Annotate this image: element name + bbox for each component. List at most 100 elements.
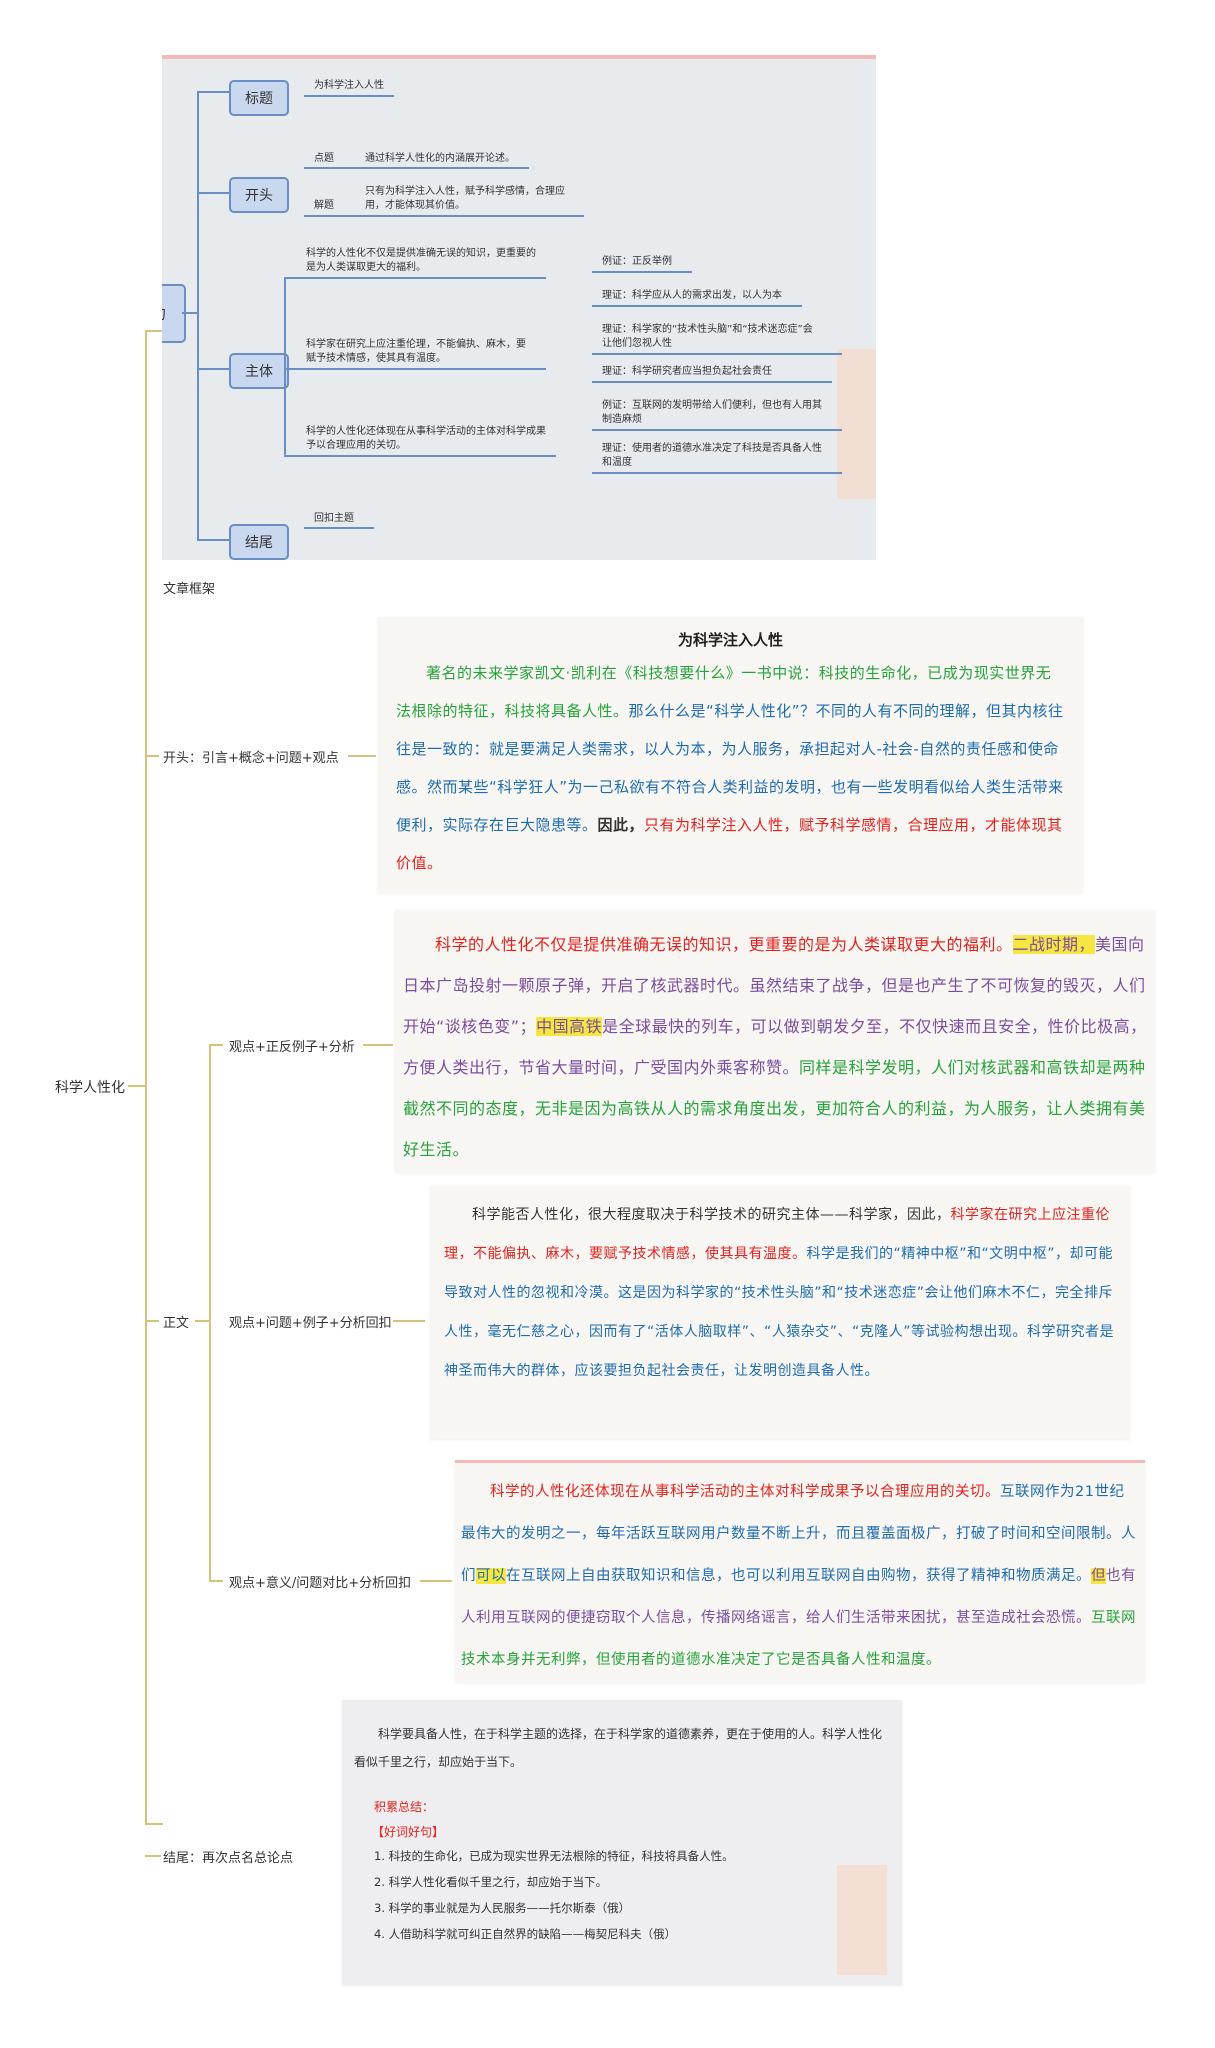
summary-item-4: 4. 人借助科学就可纠正自然界的缺陷——梅契尼科夫（俄） bbox=[374, 1927, 677, 1941]
body-paragraph-1-panel: 科学的人性化不仅是提供准确无误的知识，更重要的是为人类谋取更大的福利。二战时期，… bbox=[395, 910, 1155, 1172]
mm-opening-text-1: 通过科学人性化的内涵展开论述。 bbox=[365, 153, 515, 164]
p2-seg-2: 二战时期， bbox=[1012, 935, 1096, 954]
body-connector bbox=[145, 1320, 159, 1322]
p2-seg-5: 是全球最快的列车，可以做到朝发夕至，不仅快速而且安全，性价比极高，方便人类出行，… bbox=[403, 1017, 1147, 1077]
opening-connector bbox=[145, 755, 159, 757]
mm-body-leaf-3: 理证：科学家的“技术性头脑”和“技术迷恋症”会让他们忽视人性 bbox=[602, 324, 813, 349]
mm-title-underline bbox=[304, 95, 394, 97]
mm-title-text: 为科学注入人性 bbox=[314, 80, 384, 91]
sub2-tail bbox=[393, 1320, 425, 1322]
p2-seg-1: 科学的人性化不仅是提供准确无误的知识，更重要的是为人类谋取更大的福利。 bbox=[435, 935, 1013, 954]
essay-paragraph-1: 著名的未来学家凯文·凯利在《科技想要什么》一书中说：科技的生命化，已成为现实世界… bbox=[396, 654, 1065, 882]
ending-text: 科学要具备人性，在于科学主题的选择，在于科学家的道德素养，更在于使用的人。科学人… bbox=[354, 1727, 883, 1769]
mm-body-point-1: 科学的人性化不仅是提供准确无误的知识，更重要的是为人类谋取更大的福利。 bbox=[306, 248, 536, 273]
mm-leaf-6-ul bbox=[592, 472, 842, 474]
p3-seg-1: 科学能否人性化，很大程度取决于科学技术的研究主体——科学家，因此， bbox=[472, 1207, 951, 1223]
p2-seg-6: 同样是科学发明，人们对核武器和高铁却是两种截然不同的态度，无非是因为高铁从人的需… bbox=[403, 1058, 1146, 1159]
mm-body-leaf-4: 理证：科学研究者应当担负起社会责任 bbox=[602, 366, 772, 377]
opening-branch[interactable]: 开头：引言+概念+问题+观点 bbox=[163, 751, 339, 766]
mm-body-node: 主体 bbox=[229, 353, 289, 389]
p1-seg-1: 著名的未来学家凯文·凯利在《科技想要什么》一书中说：科技的生命化，已成为现实世界… bbox=[396, 664, 1052, 720]
body-sub-2[interactable]: 观点+问题+例子+分析回扣 bbox=[229, 1316, 392, 1331]
mm-body-l2 bbox=[284, 368, 306, 370]
mm-body-point-1-ul bbox=[306, 277, 546, 279]
body-to-sub bbox=[195, 1320, 209, 1322]
summary-item-2: 2. 科学人性化看似千里之行，却应始于当下。 bbox=[374, 1875, 608, 1889]
p2-seg-4: 中国高铁 bbox=[536, 1017, 603, 1036]
p4-seg-4: 在互联网上自由获取知识和信息，也可以利用互联网自由购物，获得了精神和物质满足。 bbox=[506, 1568, 1091, 1584]
p3-seg-2: 科学家在研究上应注重伦理，不能偏执、麻木，要赋予技术情感，使其具有温度。 bbox=[444, 1207, 1110, 1262]
mm-link-ending bbox=[197, 539, 229, 541]
body-paragraph-1: 科学的人性化不仅是提供准确无误的知识，更重要的是为人类谋取更大的福利。二战时期，… bbox=[403, 924, 1147, 1170]
mm-body-point-2: 科学家在研究上应注重伦理，不能偏执、麻木，要赋予技术情感，使其具有温度。 bbox=[306, 339, 526, 364]
mm-ending-node: 结尾 bbox=[229, 524, 289, 560]
p4-seg-1: 科学的人性化还体现在从事科学活动的主体对科学成果予以合理应用的关切。 bbox=[490, 1484, 1000, 1500]
sub3-tail bbox=[420, 1580, 452, 1582]
essay-opening-panel: 为科学注入人性 著名的未来学家凯文·凯利在《科技想要什么》一书中说：科技的生命化… bbox=[378, 617, 1083, 892]
summary-item-3: 3. 科学的事业就是为人民服务——托尔斯泰（俄） bbox=[374, 1901, 631, 1915]
ending-panel: 科学要具备人性，在于科学主题的选择，在于科学家的道德素养，更在于使用的人。科学人… bbox=[342, 1700, 902, 1985]
mm-body-l3 bbox=[284, 455, 306, 457]
mm-opening-tag-1: 点题 bbox=[314, 153, 334, 164]
mm-link-body bbox=[197, 368, 229, 370]
mm-body-point-2-ul bbox=[306, 368, 546, 370]
mm-opening-node: 开头 bbox=[229, 177, 289, 213]
body-paragraph-3: 科学的人性化还体现在从事科学活动的主体对科学成果予以合理应用的关切。互联网作为2… bbox=[461, 1471, 1139, 1681]
sub1-tail bbox=[363, 1044, 393, 1046]
mm-body-leaf-2: 理证：科学应从人的需求出发，以人为本 bbox=[602, 290, 782, 301]
mindmap-panel: 句 标题 为科学注入人性 开头 点题 通过科学人性化的内涵展开论述。 解题 只有… bbox=[162, 55, 876, 560]
p4-seg-3: 可以 bbox=[476, 1568, 506, 1584]
mm-leaf-3-ul bbox=[592, 353, 842, 355]
mm-link-opening bbox=[197, 192, 229, 194]
mm-body-bracket bbox=[284, 277, 286, 455]
body-sub-3[interactable]: 观点+意义/问题对比+分析回扣 bbox=[229, 1576, 412, 1591]
mm-opening-text-2: 只有为科学注入人性，赋予科学感情，合理应用，才能体现其价值。 bbox=[365, 186, 565, 211]
p3-seg-3: 科学是我们的“精神中枢”和“文明中枢”，却可能导致对人性的忽视和冷漠。这是因为科… bbox=[444, 1246, 1115, 1379]
trunk-bottom-hook bbox=[145, 1823, 163, 1825]
sub3-hook bbox=[209, 1580, 223, 1582]
p4-seg-7: 互联网技术本身并无利弊，但使用者的道德水准决定了它是否具备人性和温度。 bbox=[461, 1610, 1136, 1668]
body-branch[interactable]: 正文 bbox=[163, 1316, 190, 1331]
body-sub-trunk bbox=[209, 1044, 211, 1581]
body-paragraph-3-panel: 科学的人性化还体现在从事科学活动的主体对科学成果予以合理应用的关切。互联网作为2… bbox=[455, 1460, 1145, 1682]
ending-branch[interactable]: 结尾：再次点名总论点 bbox=[163, 1851, 294, 1866]
root-connector bbox=[128, 1085, 146, 1087]
essay-title: 为科学注入人性 bbox=[677, 631, 783, 649]
trunk-top-hook bbox=[145, 330, 165, 332]
summary-title: 积累总结： bbox=[374, 1800, 435, 1814]
body-sub-1[interactable]: 观点+正反例子+分析 bbox=[229, 1040, 355, 1055]
p1-seg-3: 因此， bbox=[597, 816, 645, 834]
mm-body-leaf-6: 理证：使用者的道德水准决定了科技是否具备人性和温度 bbox=[602, 443, 822, 468]
mm-link-title bbox=[197, 91, 229, 93]
mm-leaf-4-ul bbox=[592, 381, 832, 383]
mm-ending-ul bbox=[304, 527, 374, 529]
p4-seg-2: 互联网作为21世纪最伟大的发明之一，每年活跃互联网用户数量不断上升，而且覆盖面极… bbox=[461, 1484, 1136, 1584]
p1-seg-4: 只有为科学注入人性，赋予科学感情，合理应用，才能体现其价值。 bbox=[396, 816, 1063, 872]
root-node[interactable]: 科学人性化 bbox=[55, 1080, 125, 1096]
mm-leaf-5-ul bbox=[592, 429, 842, 431]
ending-decor bbox=[837, 1865, 887, 1975]
mm-center-link bbox=[182, 312, 198, 314]
opening-tail bbox=[348, 755, 376, 757]
framework-label[interactable]: 文章框架 bbox=[163, 582, 216, 597]
p2-seg-3: 美国向日本广岛投射一颗原子弹，开启了核武器时代。虽然结束了战争，但是也产生了不可… bbox=[403, 935, 1146, 1036]
mm-opening-ul-1 bbox=[304, 167, 529, 169]
mm-title-node: 标题 bbox=[229, 80, 289, 116]
mm-leaf-1-ul bbox=[592, 271, 692, 273]
p4-seg-6: 也有人利用互联网的便捷窃取个人信息，传播网络谣言，给人们生活带来困扰，甚至造成社… bbox=[461, 1568, 1136, 1626]
p1-seg-2: 那么什么是“科学人性化”？不同的人有不同的理解，但其内核往往是一致的：就是要满足… bbox=[396, 702, 1064, 834]
decor-shape bbox=[837, 349, 876, 499]
mm-body-leaf-1: 例证：正反举例 bbox=[602, 256, 672, 267]
mm-leaf-2-ul bbox=[592, 305, 802, 307]
mm-body-leaf-5: 例证：互联网的发明带给人们便利，但也有人用其制造麻烦 bbox=[602, 400, 822, 425]
p4-seg-5: 但 bbox=[1091, 1568, 1106, 1584]
summary-item-1: 1. 科技的生命化，已成为现实世界无法根除的特征，科技将具备人性。 bbox=[374, 1849, 734, 1863]
body-paragraph-2-panel: 科学能否人性化，很大程度取决于科学技术的研究主体——科学家，因此，科学家在研究上… bbox=[430, 1186, 1130, 1439]
mm-opening-tag-2: 解题 bbox=[314, 200, 334, 211]
mindmap-trunk bbox=[197, 91, 199, 541]
mm-ending-text: 回扣主题 bbox=[314, 513, 354, 524]
sub1-hook bbox=[209, 1044, 223, 1046]
good-words-label: 【好词好句】 bbox=[372, 1825, 445, 1839]
ending-connector bbox=[145, 1855, 161, 1857]
main-trunk bbox=[145, 330, 147, 1825]
